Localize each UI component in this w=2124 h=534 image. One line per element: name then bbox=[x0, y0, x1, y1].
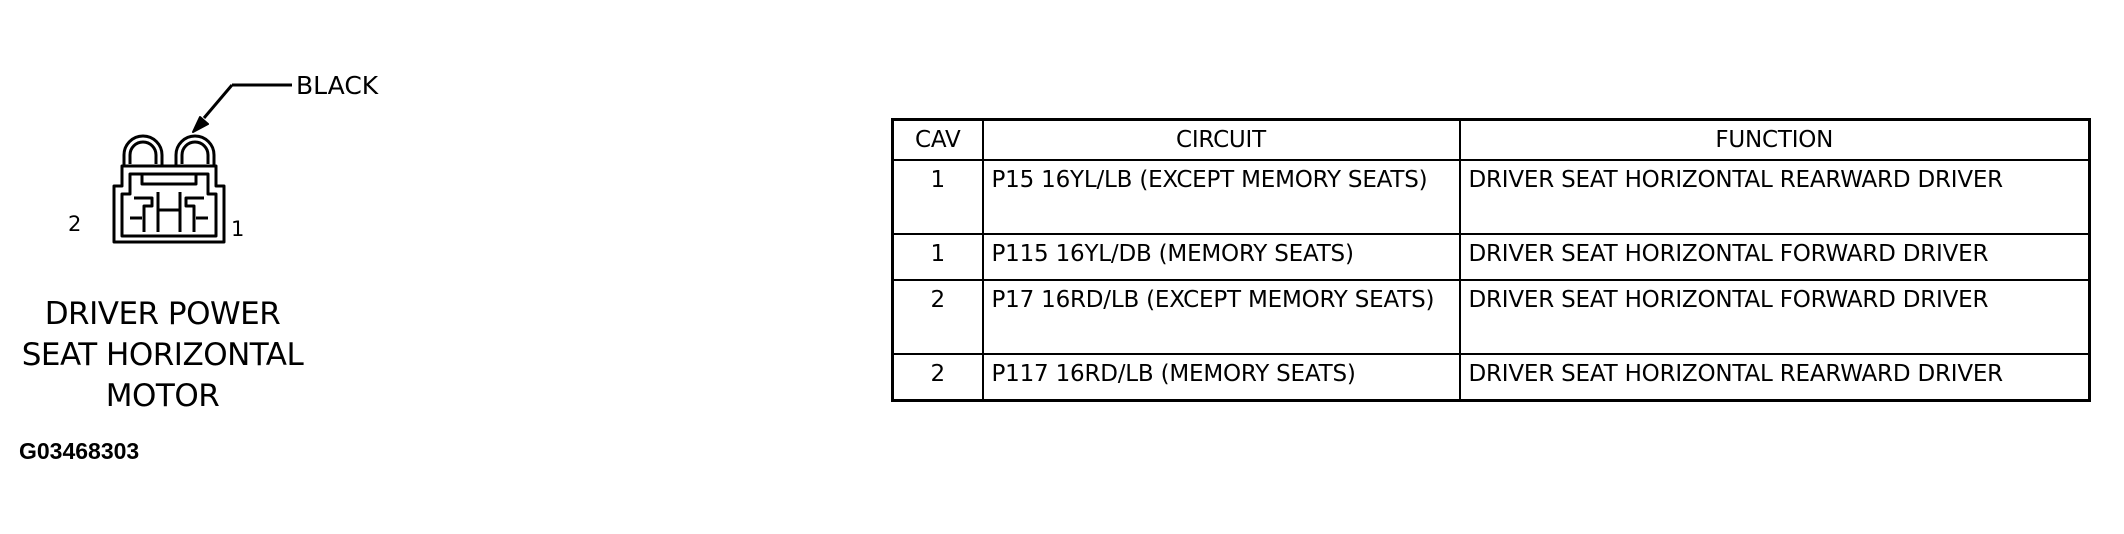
cavity-1-dome bbox=[174, 134, 216, 166]
cell-cav: 1 bbox=[891, 233, 984, 281]
cell-circuit: P115 16YL/DB (MEMORY SEATS) bbox=[981, 233, 1461, 281]
pin-2-label: 2 bbox=[68, 212, 82, 236]
cell-cav: 2 bbox=[891, 353, 984, 402]
pinout-table: CAV CIRCUIT FUNCTION 1 P15 16YL/LB (EXCE… bbox=[891, 118, 2091, 402]
cell-cav: 2 bbox=[891, 279, 984, 355]
figure-id: G03468303 bbox=[19, 438, 140, 464]
cell-function: DRIVER SEAT HORIZONTAL FORWARD DRIVER bbox=[1458, 233, 2091, 281]
header-cav: CAV bbox=[891, 118, 984, 161]
cell-function: DRIVER SEAT HORIZONTAL FORWARD DRIVER bbox=[1458, 279, 2091, 355]
color-leader-line bbox=[192, 83, 292, 133]
table-header-row: CAV CIRCUIT FUNCTION bbox=[891, 118, 2091, 161]
table-row: 2 P17 16RD/LB (EXCEPT MEMORY SEATS) DRIV… bbox=[891, 279, 2091, 355]
cell-circuit: P117 16RD/LB (MEMORY SEATS) bbox=[981, 353, 1461, 402]
cell-cav: 1 bbox=[891, 159, 984, 235]
connector-face-diagram bbox=[112, 83, 292, 244]
cell-circuit: P17 16RD/LB (EXCEPT MEMORY SEATS) bbox=[981, 279, 1461, 355]
pin-1-label: 1 bbox=[231, 217, 245, 241]
table-row: 1 P115 16YL/DB (MEMORY SEATS) DRIVER SEA… bbox=[891, 233, 2091, 281]
connector-body bbox=[112, 164, 226, 244]
component-title-line: SEAT HORIZONTAL bbox=[21, 337, 304, 373]
cell-function: DRIVER SEAT HORIZONTAL REARWARD DRIVER bbox=[1458, 159, 2091, 235]
cell-circuit: P15 16YL/LB (EXCEPT MEMORY SEATS) bbox=[981, 159, 1461, 235]
component-title-line: MOTOR bbox=[105, 378, 220, 414]
header-circuit: CIRCUIT bbox=[981, 118, 1461, 161]
table-row: 2 P117 16RD/LB (MEMORY SEATS) DRIVER SEA… bbox=[891, 353, 2091, 402]
cell-function: DRIVER SEAT HORIZONTAL REARWARD DRIVER bbox=[1458, 353, 2091, 402]
cavity-2-dome bbox=[122, 134, 164, 166]
component-title: DRIVER POWER SEAT HORIZONTAL MOTOR bbox=[20, 294, 305, 417]
connector-color-label: BLACK bbox=[296, 71, 379, 100]
header-function: FUNCTION bbox=[1458, 118, 2091, 161]
table-row: 1 P15 16YL/LB (EXCEPT MEMORY SEATS) DRIV… bbox=[891, 159, 2091, 235]
component-title-line: DRIVER POWER bbox=[44, 296, 281, 332]
